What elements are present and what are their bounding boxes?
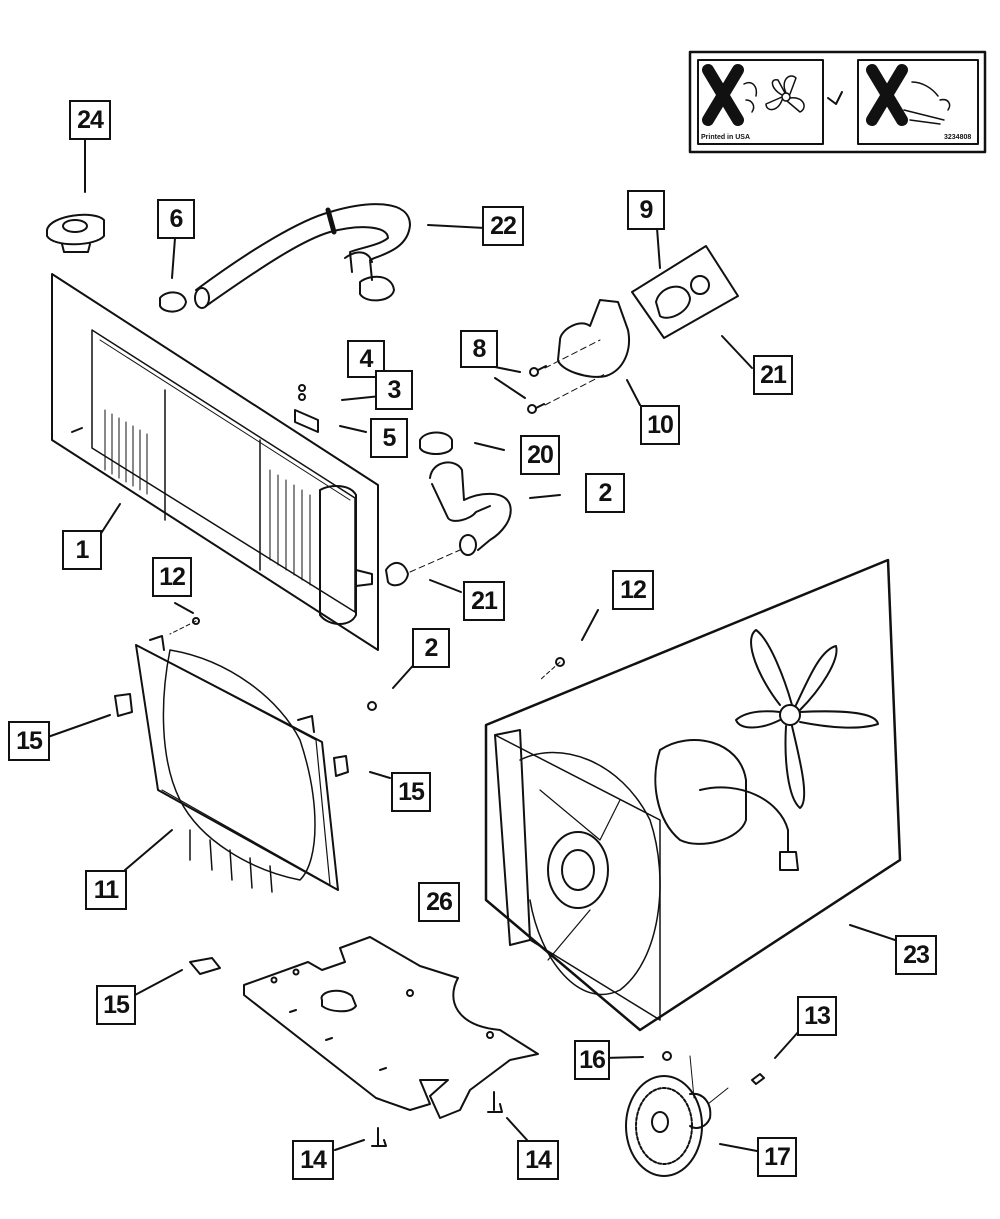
callout-7[interactable]: 2 <box>585 473 625 513</box>
callout-26[interactable]: 26 <box>418 882 460 922</box>
fan-clutch-part <box>625 1051 765 1177</box>
callout-15-bottom[interactable]: 15 <box>96 985 136 1025</box>
callout-14-right[interactable]: 14 <box>517 1140 559 1180</box>
decal-caption-left: Printed in USA <box>701 134 750 141</box>
callout-12-right[interactable]: 12 <box>612 570 654 610</box>
clamp-part <box>159 291 187 313</box>
clip-nut-part <box>189 957 221 975</box>
hose-clamp-part <box>385 562 409 587</box>
fan-blade-icon <box>765 75 805 113</box>
callout-8[interactable]: 8 <box>460 330 498 368</box>
fan-shroud-part <box>114 617 377 893</box>
bolt-part <box>371 1127 387 1147</box>
callout-4[interactable]: 4 <box>347 340 385 378</box>
prohibited-x-icon <box>866 64 908 126</box>
callout-17[interactable]: 17 <box>757 1137 797 1177</box>
hose-clamp-part <box>419 431 453 455</box>
radiator-part <box>51 273 379 651</box>
callout-20[interactable]: 22 <box>482 206 524 246</box>
clip-nut-part <box>114 693 133 717</box>
bolt-part <box>751 1073 765 1085</box>
callout-13[interactable]: 13 <box>797 996 837 1036</box>
callout-12-left[interactable]: 12 <box>152 557 192 597</box>
splash-shield-part <box>189 936 539 1147</box>
callout-21[interactable]: 20 <box>520 435 560 475</box>
callout-19[interactable]: 21 <box>753 355 793 395</box>
clip-nut-part <box>333 755 349 777</box>
callout-15-right[interactable]: 15 <box>391 772 431 812</box>
lower-hose-part <box>385 431 512 587</box>
bracket-part <box>294 409 319 433</box>
callout-23[interactable]: 23 <box>895 935 937 975</box>
radiator-cap-part <box>46 213 105 253</box>
callout-15-left[interactable]: 15 <box>8 721 50 761</box>
upper-hose-clamp-part <box>359 275 395 302</box>
fan-blade-part <box>735 629 879 809</box>
leader-lines <box>44 139 896 1152</box>
callout-14-left[interactable]: 14 <box>292 1140 334 1180</box>
warning-decal: Printed in USA 3234808 <box>688 50 987 154</box>
electric-fan-module-part <box>484 558 902 1032</box>
upper-hose-part <box>159 203 411 313</box>
callout-3[interactable]: 3 <box>375 370 413 410</box>
callout-2[interactable]: 2 <box>412 628 450 668</box>
thermostat-kit-part <box>631 245 739 339</box>
callout-1[interactable]: 1 <box>62 530 102 570</box>
callout-24[interactable]: 24 <box>69 100 111 140</box>
check-mark-icon <box>827 91 843 105</box>
bolt-part <box>487 1091 503 1113</box>
callout-22[interactable]: 21 <box>463 581 505 621</box>
callout-11[interactable]: 11 <box>85 870 127 910</box>
callout-5[interactable]: 5 <box>370 418 408 458</box>
nut-part <box>662 1051 672 1061</box>
callout-10[interactable]: 10 <box>640 405 680 445</box>
fan-motor-part <box>654 739 747 845</box>
thermostat-housing-part <box>527 299 630 414</box>
callout-9[interactable]: 9 <box>627 190 665 230</box>
nut-part <box>367 701 377 711</box>
prohibited-x-icon <box>702 64 744 126</box>
callout-16[interactable]: 16 <box>574 1040 610 1080</box>
decal-caption-right: 3234808 <box>944 134 971 141</box>
callout-6[interactable]: 6 <box>157 199 195 239</box>
